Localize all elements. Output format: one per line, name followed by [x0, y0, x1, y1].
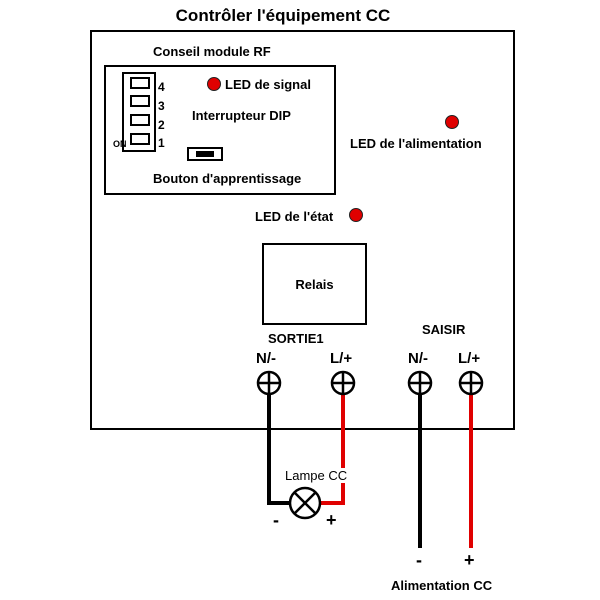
dip-switch-1: [130, 77, 150, 89]
dip-switch-4: [130, 133, 150, 145]
lamp-plus-label: +: [326, 510, 337, 530]
signal-led-label: LED de signal: [225, 77, 311, 92]
in-neg-terminal-label: N/-: [408, 350, 428, 367]
dip-on-label: ON: [113, 139, 127, 149]
lamp-neg-wire: [267, 395, 290, 505]
status-led: [349, 208, 363, 222]
input-group-label: SAISIR: [422, 322, 466, 337]
output-group-label: SORTIE1: [268, 331, 324, 346]
dip-switch-block: [122, 72, 156, 152]
out-pos-terminal-label: L/+: [330, 350, 353, 367]
signal-led: [207, 77, 221, 91]
dip-switch-label: Interrupteur DIP: [192, 108, 291, 123]
out-neg-terminal-label: N/-: [256, 350, 276, 367]
status-led-label: LED de l'état: [255, 209, 334, 224]
dip-switch-3: [130, 114, 150, 126]
power-led-label: LED de l'alimentation: [350, 136, 482, 151]
out-neg-terminal: [256, 370, 282, 396]
dip-number-3: 3: [158, 99, 165, 113]
in-neg-terminal: [407, 370, 433, 396]
supply-label: Alimentation CC: [391, 578, 493, 593]
dip-switch-2: [130, 95, 150, 107]
out-pos-terminal: [330, 370, 356, 396]
supply-minus-label: -: [416, 550, 422, 570]
lamp-minus-label: -: [273, 510, 279, 530]
dip-number-1: 1: [158, 136, 165, 150]
in-pos-terminal-label: L/+: [458, 350, 481, 367]
in-pos-terminal: [458, 370, 484, 396]
learn-button: [187, 147, 223, 161]
lamp-pos-wire: [320, 395, 345, 505]
dip-number-4: 4: [158, 80, 165, 94]
relay: Relais: [262, 243, 367, 325]
diagram-title: Contrôler l'équipement CC: [175, 6, 391, 25]
supply-plus-label: +: [464, 550, 475, 570]
rf-board-label: Conseil module RF: [153, 44, 271, 59]
relay-label: Relais: [295, 276, 334, 292]
lamp-icon: [288, 486, 322, 520]
controller-enclosure: [90, 30, 515, 430]
learn-button-label: Bouton d'apprentissage: [153, 171, 302, 186]
power-led: [445, 115, 459, 129]
rf-board: [104, 65, 336, 195]
dip-number-2: 2: [158, 118, 165, 132]
lamp-label: Lampe CC: [283, 468, 350, 483]
